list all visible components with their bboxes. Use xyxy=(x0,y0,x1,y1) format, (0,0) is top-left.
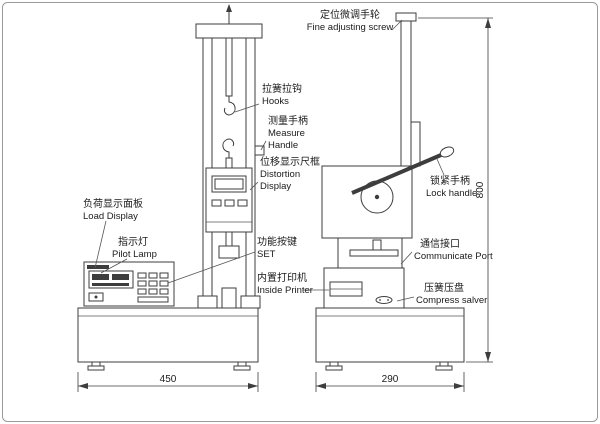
leader-distortion-display xyxy=(249,181,259,191)
handwheel-hub xyxy=(374,194,380,200)
distortion-label-en1: Distortion xyxy=(260,169,300,180)
lower-hook xyxy=(222,138,234,158)
annotation-labels: 定位微调手轮 Fine adjusting screw 拉簧拉钩 Hooks 测… xyxy=(83,8,493,306)
lower-rod xyxy=(225,157,233,169)
inside-printer-label-en: Inside Printer xyxy=(257,285,313,296)
distortion-label-cn: 位移显示尺框 xyxy=(260,155,320,168)
right-column xyxy=(245,37,256,297)
inside-printer-label-cn: 内置打印机 xyxy=(257,271,307,284)
upper-hook xyxy=(224,96,236,116)
leader-compress-salver xyxy=(396,296,415,302)
measure-handle-label-en2: Handle xyxy=(268,140,298,151)
leader-measure-handle xyxy=(260,140,267,151)
communicate-port-connector[interactable] xyxy=(375,296,393,304)
set-key-label-en: SET xyxy=(257,249,276,260)
load-display-console xyxy=(83,261,175,307)
dim-450-value: 450 xyxy=(160,374,177,385)
secondary-readout xyxy=(92,283,129,286)
measure-handle-label-en1: Measure xyxy=(268,128,305,139)
distortion-display-unit xyxy=(205,167,253,233)
pilot-lamp-label-cn: 指示灯 xyxy=(118,235,148,248)
top-rod-arrow xyxy=(226,4,232,12)
left-column xyxy=(202,37,213,297)
fine-adjust-label-en: Fine adjusting screw xyxy=(307,22,394,33)
load-readout xyxy=(92,274,109,280)
top-crossbar xyxy=(195,23,263,39)
communicate-port-label-cn: 通信接口 xyxy=(420,237,460,250)
lock-handle-label-en: Lock handle xyxy=(426,188,477,199)
communicate-port-label-en: Communicate Port xyxy=(414,251,493,262)
leader-lines xyxy=(94,19,445,302)
side-feet xyxy=(325,361,453,371)
set-key-label-cn: 功能按键 xyxy=(257,235,297,248)
fine-adjust-label-cn: 定位微调手轮 xyxy=(320,8,380,21)
dimension-450: 450 xyxy=(77,372,259,392)
platen-rod xyxy=(372,239,382,251)
upper-rod xyxy=(225,37,233,97)
dim-290-value: 290 xyxy=(382,374,399,385)
compress-salver-label-cn: 压簧压盘 xyxy=(424,281,464,294)
dimension-290: 290 xyxy=(315,372,465,392)
lock-handle-lever[interactable] xyxy=(351,153,442,195)
side-view-machine xyxy=(315,12,465,371)
leader-pilot-lamp xyxy=(100,258,128,274)
compress-salver-label-en: Compress salver xyxy=(416,295,487,306)
leader-communicate-port xyxy=(400,251,413,265)
load-display-label-cn: 负荷显示面板 xyxy=(83,197,143,210)
front-base xyxy=(77,307,259,363)
inside-printer-slot[interactable] xyxy=(329,281,363,297)
console-brand-strip xyxy=(87,265,109,269)
measure-handle-knob xyxy=(254,145,265,156)
lock-handle-label-cn: 锁紧手柄 xyxy=(430,174,470,187)
column-bracket xyxy=(410,121,421,167)
measure-handle-label-cn: 测量手柄 xyxy=(268,114,308,127)
load-display-label-en: Load Display xyxy=(83,211,138,222)
leader-fine-adjust xyxy=(391,19,403,31)
hooks-label-cn: 拉簧拉钩 xyxy=(262,82,302,95)
left-column-flange xyxy=(197,295,218,309)
leader-load-display xyxy=(94,220,107,269)
leader-lock-handle xyxy=(436,158,445,176)
dim-800-value: 800 xyxy=(475,181,486,198)
aux-readout xyxy=(112,274,129,280)
leader-set-key xyxy=(167,251,256,284)
right-column-flange xyxy=(240,295,261,309)
dimension-800: 800 xyxy=(418,17,493,363)
front-view-machine xyxy=(77,4,265,371)
compress-platen xyxy=(349,249,399,257)
front-feet xyxy=(87,361,251,371)
fine-adjust-handwheel[interactable] xyxy=(395,12,417,22)
lower-fixture xyxy=(218,231,240,309)
side-base xyxy=(315,307,465,363)
lock-handle-knob[interactable] xyxy=(439,145,455,159)
pilot-lamp-dot xyxy=(94,295,98,299)
function-keypad[interactable] xyxy=(137,272,169,303)
leader-hooks xyxy=(234,103,260,113)
pilot-lamp-label-en: Pilot Lamp xyxy=(112,249,157,260)
hooks-label-en: Hooks xyxy=(262,96,289,107)
side-column xyxy=(400,19,412,169)
distortion-label-en2: Display xyxy=(260,181,291,192)
